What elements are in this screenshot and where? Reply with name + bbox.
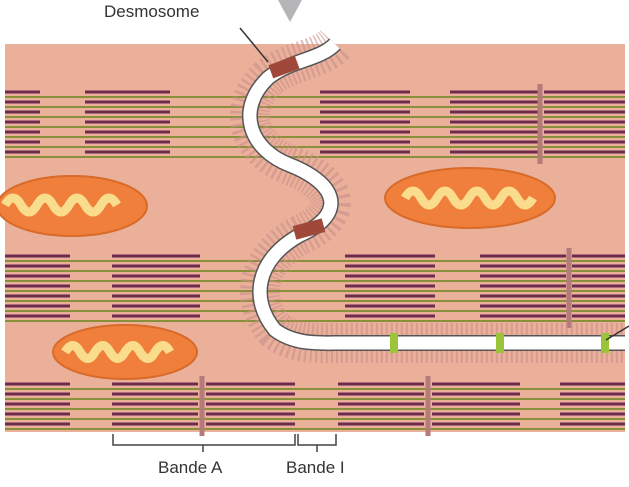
- pointer-arrow: [278, 0, 302, 22]
- gap-junction: [601, 333, 609, 353]
- desmosome-pointer-line: [239, 27, 269, 63]
- gap-junctions: [390, 333, 609, 353]
- mitochondrion: [384, 167, 556, 229]
- i-band-label: Bande I: [286, 458, 345, 477]
- intercalated-disc: [230, 28, 625, 364]
- a-band-label: Bande A: [158, 458, 223, 477]
- mitochondrion: [0, 175, 148, 237]
- a-band-bracket: [112, 434, 296, 452]
- gap-junction: [390, 333, 398, 353]
- gap-junction-pointer-line: [605, 325, 629, 341]
- mitochondrion: [52, 324, 198, 380]
- desmosome-label: Desmosome: [104, 2, 200, 21]
- gap-junction: [496, 333, 504, 353]
- desmosome: [268, 55, 326, 240]
- i-band-bracket: [297, 434, 337, 452]
- myofibrils: [5, 84, 625, 436]
